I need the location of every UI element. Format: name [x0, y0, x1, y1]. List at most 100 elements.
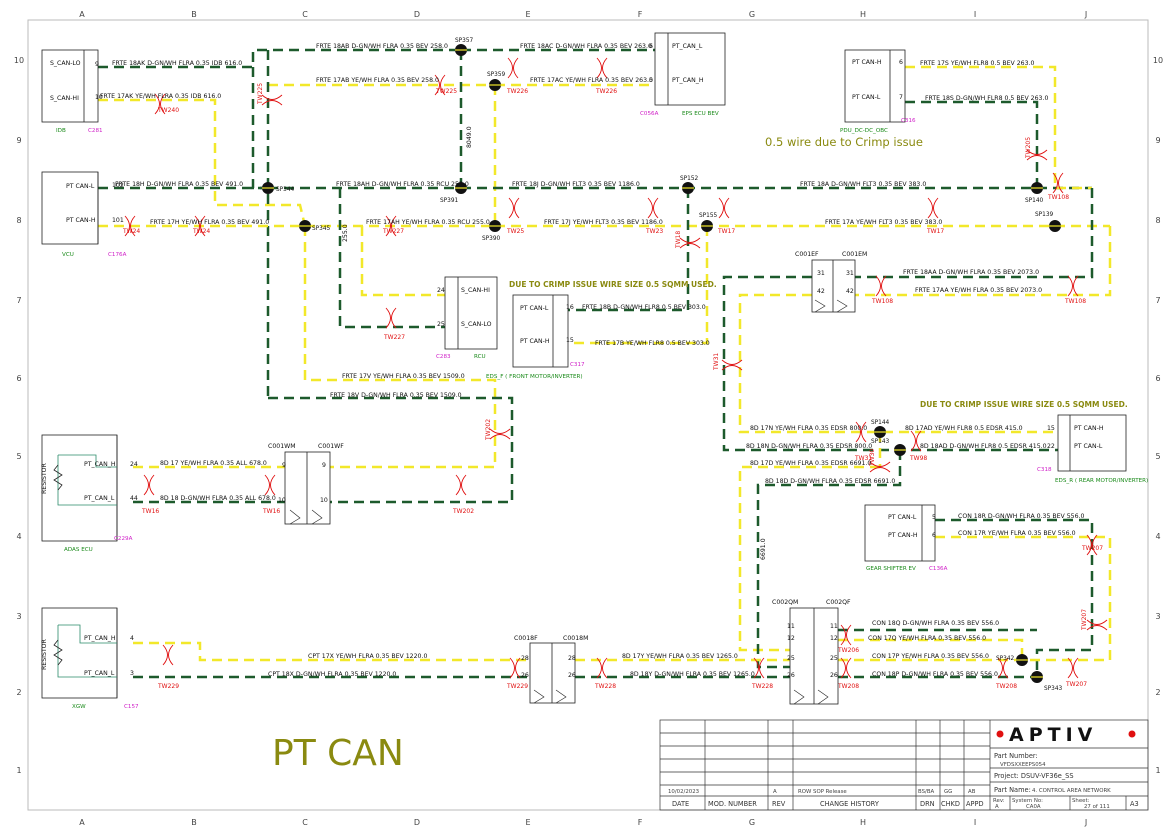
idb-name: IDB — [56, 128, 66, 134]
splice-sp391: SP391 — [440, 182, 467, 204]
wire-label: CON 17Q YE/WH FLRA 0.35 BEV 556.0 — [868, 635, 986, 642]
adas-resistor-label: RESISTOR — [41, 462, 48, 494]
eps-name: EPS ECU BEV — [682, 111, 719, 117]
twist-tw24: TW24 — [122, 215, 140, 237]
twist-tw226: TW226 — [506, 57, 528, 95]
vcu-module: PT CAN-L PT CAN-H 102 101 VCU C176A — [41, 171, 127, 258]
wire-label: 8D 17 YE/WH FLRA 0.35 ALL 678.0 — [160, 460, 267, 467]
splice-label: SP343 — [1044, 686, 1063, 692]
gear-pin-num-2: 6 — [932, 532, 936, 539]
grid-col-top: J — [1084, 10, 1087, 19]
twist-label: TW24 — [192, 228, 210, 235]
splice-sp139: SP139 — [1035, 212, 1061, 232]
wire-label: FRTE 18AA D-GN/WH FLRA 0.35 BEV 2073.0 — [903, 269, 1039, 276]
grid-col-top: F — [638, 10, 643, 19]
grid-row-left: 2 — [16, 688, 21, 697]
twist-label: TW229 — [157, 683, 179, 690]
xgw-pin-num-2: 3 — [130, 670, 134, 677]
wire-label: 8D 17D YE/WH FLRA 0.35 EDSR 6691.0 — [750, 460, 871, 467]
part-name: 4. CONTROL AREA NETWORK — [1032, 788, 1111, 794]
wires — [98, 48, 1112, 679]
twist-tw17: TW17 — [717, 197, 735, 235]
twist-label: TW226 — [595, 88, 617, 95]
twist-tw229: TW229 — [506, 657, 528, 690]
twist-label: TW31 — [854, 455, 872, 462]
inline-pin-number: 26 — [568, 672, 576, 679]
twist-tw23: TW23 — [645, 197, 663, 235]
vcu-pin-label-1: PT CAN-L — [66, 183, 95, 190]
inline-pin-number: 9 — [322, 462, 326, 469]
twist-tw17: TW17 — [926, 197, 944, 235]
twist-tw228: TW228 — [594, 657, 616, 690]
twist-tw18: TW18 — [675, 231, 701, 249]
adas-pin-label-1: PT_CAN_H — [84, 461, 116, 468]
col-drn: DRN — [920, 800, 935, 808]
grid-row-left: 3 — [16, 612, 21, 621]
twist-label: TW98 — [909, 455, 927, 462]
history-date: 10/02/2023 — [668, 789, 699, 795]
inline-pin-number: 26 — [521, 672, 529, 679]
grid-col-bottom: G — [749, 818, 755, 827]
rcu-pin-num-1: 24 — [437, 287, 445, 294]
gear-conn: C136A — [929, 566, 948, 572]
wire-label: FRTE 17B YE/WH FLR8 0.5 BEV 303.0 — [595, 340, 710, 347]
twist-tw16: TW16 — [262, 474, 280, 515]
splice-label: SP345 — [312, 226, 331, 232]
col-rev: REV — [772, 800, 786, 808]
splice-sp152: SP152 — [680, 176, 699, 194]
edsr-pin-label-1: PT CAN-H — [1074, 425, 1104, 432]
c001em-label: C001EM — [842, 251, 867, 258]
xgw-name: XGW — [72, 704, 86, 710]
grid-row-right: 3 — [1155, 612, 1160, 621]
twist-tw205: TW205 — [1025, 137, 1048, 161]
edsf-name: EDS_F ( FRONT MOTOR/INVERTER) — [486, 374, 583, 380]
adas-pin-label-2: PT_CAN_L — [84, 495, 115, 502]
xgw-pin-label-1: PT_CAN_H — [84, 635, 116, 642]
wire-label: 8D 18D D-GN/WH FLRA 0.35 EDSR 6691.0 — [765, 478, 895, 485]
inline-pin-number: 10 — [278, 497, 286, 504]
splice-sp359: SP359 — [487, 72, 506, 91]
inline-pin-number: 31 — [846, 270, 854, 277]
col-change-history: CHANGE HISTORY — [820, 800, 880, 808]
twist-label: TW227 — [383, 334, 405, 341]
twist-label: TW225 — [435, 88, 457, 95]
twist-tw202: TW202 — [485, 419, 511, 441]
edsr-pin-num-1: 15 — [1047, 425, 1055, 432]
grid-col-bottom: A — [79, 818, 85, 827]
wire-label: 8D 17N YE/WH FLRA 0.35 EDSR 800.0 — [750, 425, 867, 432]
idb-pin-label-1: S_CAN-LO — [50, 60, 81, 67]
c001wm-label: C001WM — [268, 443, 296, 450]
inline-pin-number: 42 — [817, 288, 825, 295]
part-number: VFDSXXEEPS054 — [1000, 762, 1046, 768]
wire-label: 8D 18N D-GN/WH FLRA 0.35 EDSR 800.0 — [746, 443, 872, 450]
twist-tw225: TW225 — [434, 74, 457, 96]
splice-label: SP143 — [871, 439, 890, 445]
edsr-module: PT CAN-H PT CAN-L 15 22 EDS_R ( REAR MOT… — [1037, 414, 1148, 484]
grid-row-left: 7 — [16, 296, 21, 305]
crimp-note-1: 0.5 wire due to Crimp issue — [765, 135, 923, 149]
rev-label: Rev: — [993, 798, 1005, 804]
twist-label: TW208 — [837, 683, 859, 690]
wire-label: FRTE 17S YE/WH FLR8 0.5 BEV 263.0 — [920, 60, 1034, 67]
twist-tw108: TW108 — [871, 275, 893, 305]
wire-labels: FRTE 18AK D-GN/WH FLRA 0.35 IDB 616.0FRT… — [100, 43, 1085, 679]
grid-row-left: 9 — [16, 136, 21, 145]
twist-label: TW205 — [1025, 137, 1032, 159]
adas-module: RESISTOR PT_CAN_H PT_CAN_L 24 44 ADAS EC… — [41, 434, 138, 553]
eps-module: PT_CAN_L PT_CAN_H 6 5 EPS ECU BEV C056A — [640, 32, 726, 117]
gear-pin-num-1: 5 — [932, 514, 936, 521]
xgw-resistor-label: RESISTOR — [41, 638, 48, 670]
twist-label: TW225 — [257, 83, 264, 105]
wire-length-label: 255.0 — [342, 224, 349, 242]
twist-tw227: TW227 — [382, 215, 404, 237]
gear-pin-label-1: PT CAN-L — [888, 514, 917, 521]
splice-label: SP344 — [276, 187, 295, 193]
twist-tw207: TW207 — [1065, 657, 1087, 688]
rcu-pin-num-2: 25 — [437, 321, 445, 328]
grid-row-left: 10 — [14, 56, 24, 65]
splice-sp143: SP143 — [871, 439, 906, 456]
wire-label: FRTE 17AB YE/WH FLRA 0.35 BEV 258.0 — [316, 77, 439, 84]
